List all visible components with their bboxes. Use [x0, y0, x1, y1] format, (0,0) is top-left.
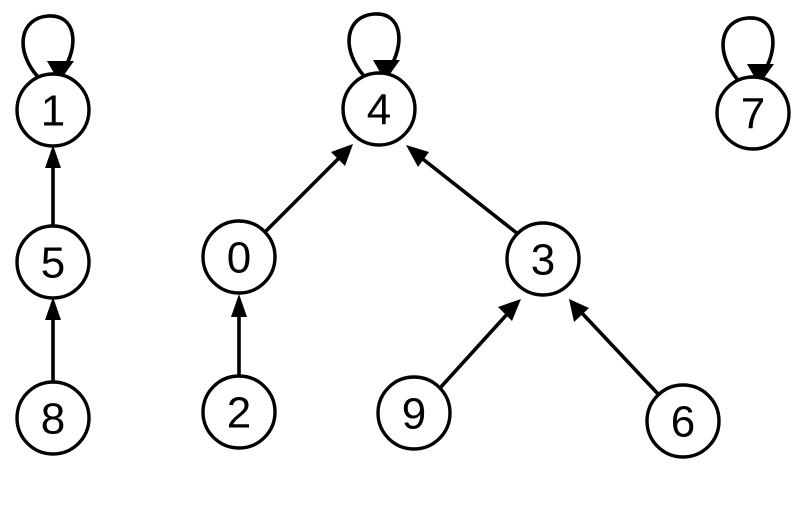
- arrow-head-3-to-4: [406, 145, 429, 167]
- edge-path-3-to-4: [417, 154, 520, 236]
- arrow-head-2-to-0: [231, 294, 247, 317]
- arrow-head-1-to-1: [47, 61, 74, 82]
- edge-5-to-1[interactable]: [45, 145, 61, 227]
- node-label-0: 0: [227, 234, 251, 283]
- node-label-5: 5: [41, 239, 65, 288]
- node-5[interactable]: 5: [15, 224, 91, 300]
- node-circle-6: [645, 383, 721, 459]
- node-8[interactable]: 8: [15, 380, 91, 456]
- arrow-head-8-to-5: [45, 297, 61, 320]
- node-1[interactable]: 1: [15, 72, 91, 148]
- node-circle-0: [201, 219, 277, 295]
- arrow-head-6-to-3: [569, 299, 589, 322]
- node-label-8: 8: [41, 395, 65, 444]
- node-3[interactable]: 3: [505, 221, 581, 297]
- edge-3-to-4[interactable]: [406, 145, 520, 236]
- node-6[interactable]: 6: [645, 383, 721, 459]
- node-circle-1: [15, 72, 91, 148]
- node-circle-3: [505, 221, 581, 297]
- node-4[interactable]: 4: [341, 71, 417, 147]
- node-2[interactable]: 2: [201, 374, 277, 450]
- arrow-head-5-to-1: [45, 145, 61, 168]
- node-circle-5: [15, 224, 91, 300]
- node-circle-4: [341, 71, 417, 147]
- node-label-2: 2: [227, 389, 251, 438]
- edge-8-to-5[interactable]: [45, 297, 61, 383]
- arrow-head-7-to-7: [747, 64, 774, 85]
- node-circle-2: [201, 374, 277, 450]
- self-loop-path-1: [21, 14, 75, 79]
- node-circle-9: [376, 375, 452, 451]
- edge-0-to-4[interactable]: [263, 144, 353, 234]
- edge-7-to-7[interactable]: [721, 16, 775, 85]
- arrow-head-9-to-3: [498, 299, 521, 321]
- arrow-head-0-to-4: [331, 144, 353, 166]
- node-label-3: 3: [531, 236, 555, 285]
- node-9[interactable]: 9: [376, 375, 452, 451]
- self-loop-path-4: [347, 12, 401, 78]
- node-7[interactable]: 7: [715, 75, 791, 151]
- edge-layer: [21, 12, 775, 397]
- node-0[interactable]: 0: [201, 219, 277, 295]
- arrow-head-4-to-4: [373, 60, 400, 81]
- edge-4-to-4[interactable]: [347, 12, 401, 81]
- node-label-1: 1: [41, 87, 65, 136]
- edge-path-0-to-4: [263, 155, 342, 234]
- edge-1-to-1[interactable]: [21, 14, 75, 82]
- edge-9-to-3[interactable]: [438, 299, 521, 390]
- node-circle-7: [715, 75, 791, 151]
- edge-path-6-to-3: [578, 309, 661, 397]
- node-circle-8: [15, 380, 91, 456]
- node-label-4: 4: [367, 86, 391, 135]
- node-label-9: 9: [402, 390, 426, 439]
- edge-path-9-to-3: [438, 309, 512, 390]
- edge-2-to-0[interactable]: [231, 294, 247, 377]
- node-label-7: 7: [741, 90, 765, 139]
- node-label-6: 6: [671, 398, 695, 447]
- edge-6-to-3[interactable]: [569, 299, 661, 397]
- node-layer: 1 5 8 4 0 2 3 9: [15, 71, 791, 459]
- self-loop-path-7: [721, 16, 775, 82]
